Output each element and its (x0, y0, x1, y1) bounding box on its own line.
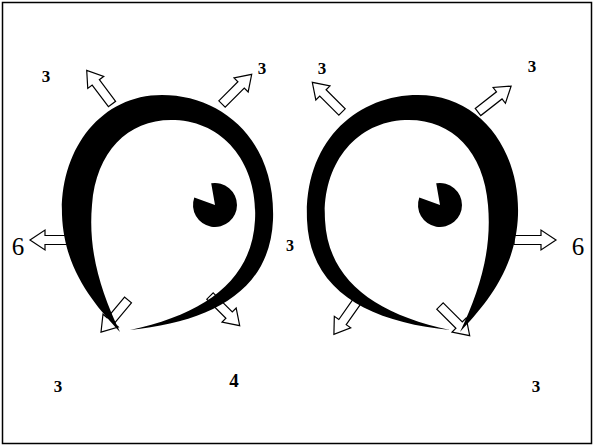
frame (3, 3, 592, 444)
outflow-arrows (30, 64, 556, 342)
callout-number: 3 (286, 238, 294, 254)
callout-number: 3 (258, 60, 267, 77)
storm-eye (418, 183, 462, 227)
callout-number: 4 (229, 371, 239, 390)
callout-number: 3 (532, 378, 541, 395)
callout-number: 3 (528, 58, 537, 75)
callout-number: 3 (54, 378, 63, 395)
callout-number: 3 (42, 68, 51, 85)
callout-number: 6 (12, 234, 25, 259)
callout-number: 3 (318, 60, 327, 77)
storm-band (307, 95, 518, 332)
storm-band (62, 95, 273, 332)
callout-number: 6 (572, 234, 585, 259)
storm-eye (193, 183, 237, 227)
